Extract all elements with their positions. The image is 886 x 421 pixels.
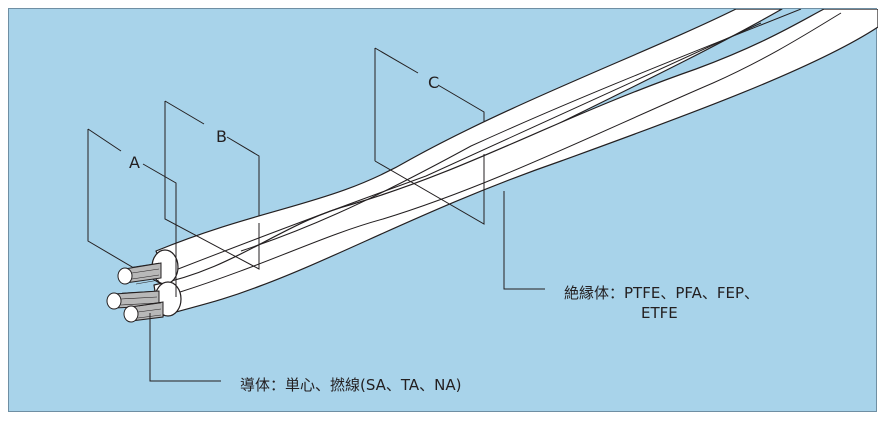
leader-lines bbox=[149, 191, 545, 382]
insulation-end-faces bbox=[151, 249, 182, 317]
insulation-label: 絶縁体：PTFE、PFA、FEP、 bbox=[564, 284, 760, 302]
wire-ridge-2 bbox=[176, 12, 842, 294]
insulation-label-continued: ETFE bbox=[641, 304, 678, 322]
insulation-leader bbox=[503, 191, 545, 290]
section-plane-fronts bbox=[164, 154, 485, 297]
upper-conductor bbox=[117, 262, 162, 285]
plane-c-label: C bbox=[428, 73, 440, 92]
wire-ridge-1 bbox=[172, 22, 762, 272]
section-plane-b bbox=[164, 100, 260, 223]
lower-conductor-a bbox=[106, 290, 160, 310]
insulated-wire-2 bbox=[153, 9, 878, 318]
conductor-leader bbox=[149, 313, 221, 382]
plane-b-label: B bbox=[216, 127, 227, 146]
lower-conductor-b bbox=[123, 301, 164, 323]
diagram-frame: A B C 絶縁体：PTFE、PFA、FEP、 ETFE 導体：単心、撚線(SA… bbox=[8, 8, 878, 412]
twisted-pair-cable-drawing bbox=[87, 9, 878, 382]
wire-ridge-3 bbox=[240, 9, 802, 252]
plane-a-label: A bbox=[129, 153, 140, 172]
conductor-label: 導体：単心、撚線(SA、TA、NA) bbox=[240, 376, 462, 394]
twisted-pair bbox=[153, 9, 878, 318]
